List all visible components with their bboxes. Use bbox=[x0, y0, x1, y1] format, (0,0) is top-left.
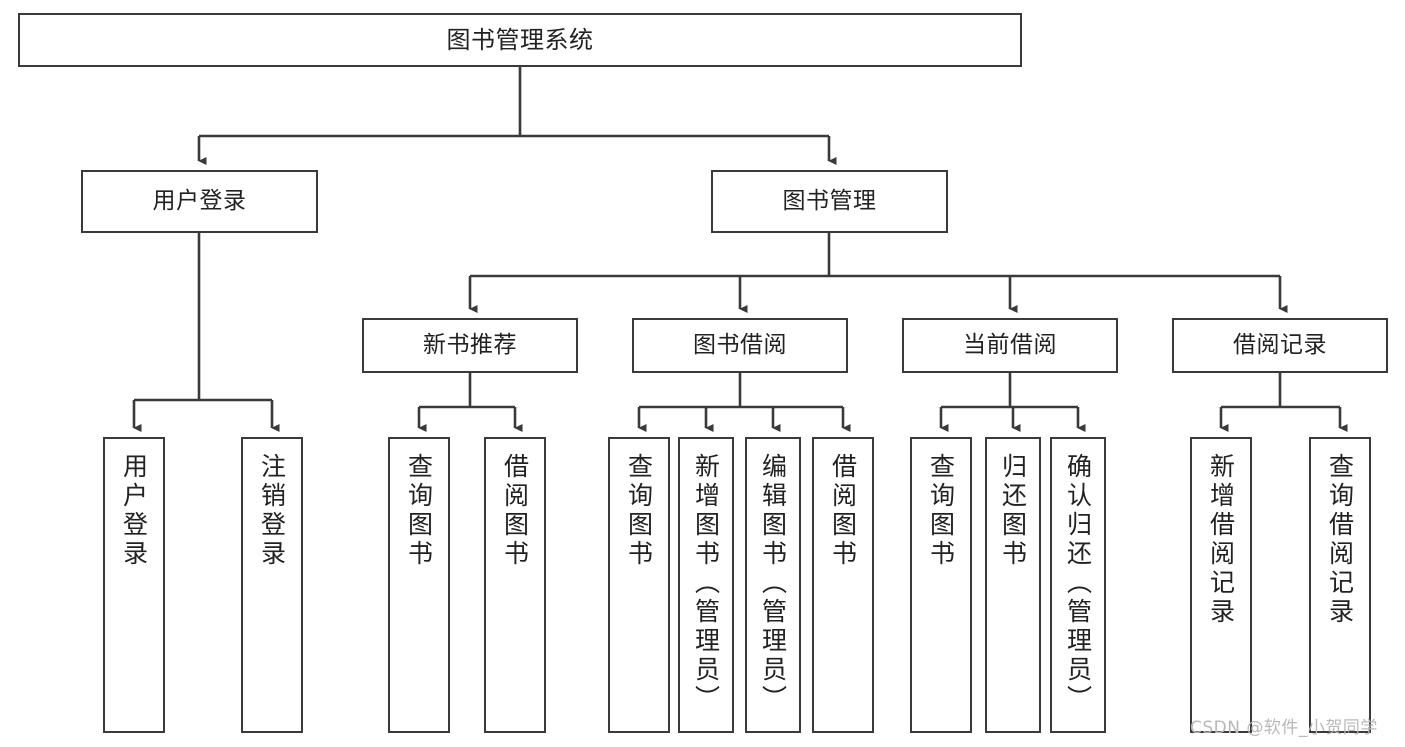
node-label: 编辑图书（管理员） bbox=[758, 453, 788, 714]
node-label: 查询借阅记录 bbox=[1325, 453, 1355, 627]
node-leaf-add-borrow-record[interactable]: 新增借阅记录 bbox=[1190, 437, 1252, 733]
node-leaf-query-borrow-record[interactable]: 查询借阅记录 bbox=[1309, 437, 1371, 733]
node-root-book-management-system[interactable]: 图书管理系统 bbox=[18, 13, 1022, 67]
node-leaf-add-book-admin[interactable]: 新增图书（管理员） bbox=[678, 437, 734, 733]
node-label: 新增借阅记录 bbox=[1206, 453, 1236, 627]
node-book-borrow[interactable]: 图书借阅 bbox=[632, 318, 848, 373]
node-leaf-borrow-book-recommend[interactable]: 借阅图书 bbox=[484, 437, 546, 733]
node-label: 图书管理 bbox=[782, 187, 877, 214]
node-label: 图书管理系统 bbox=[446, 25, 594, 54]
node-label: 图书借阅 bbox=[693, 331, 787, 358]
node-leaf-return-book[interactable]: 归还图书 bbox=[985, 437, 1041, 733]
node-label: 当前借阅 bbox=[963, 331, 1057, 358]
node-label: 借阅记录 bbox=[1233, 331, 1327, 358]
node-new-book-recommendation[interactable]: 新书推荐 bbox=[362, 318, 578, 373]
node-label: 查询图书 bbox=[926, 453, 956, 569]
node-leaf-borrow-book[interactable]: 借阅图书 bbox=[812, 437, 874, 733]
node-label: 查询图书 bbox=[404, 453, 434, 569]
node-label: 借阅图书 bbox=[828, 453, 858, 569]
node-leaf-query-book-current[interactable]: 查询图书 bbox=[910, 437, 972, 733]
node-label: 确认归还（管理员） bbox=[1063, 453, 1093, 714]
node-label: 借阅图书 bbox=[500, 453, 530, 569]
node-label: 归还图书 bbox=[998, 453, 1028, 569]
node-leaf-query-book-borrow[interactable]: 查询图书 bbox=[608, 437, 670, 733]
node-leaf-edit-book-admin[interactable]: 编辑图书（管理员） bbox=[745, 437, 801, 733]
node-book-management[interactable]: 图书管理 bbox=[711, 170, 948, 233]
node-current-borrow[interactable]: 当前借阅 bbox=[902, 318, 1118, 373]
node-leaf-query-book-recommend[interactable]: 查询图书 bbox=[388, 437, 450, 733]
node-label: 新书推荐 bbox=[423, 331, 517, 358]
node-label: 查询图书 bbox=[624, 453, 654, 569]
node-label: 用户登录 bbox=[119, 453, 149, 569]
node-user-login[interactable]: 用户登录 bbox=[81, 170, 318, 233]
node-leaf-confirm-return-admin[interactable]: 确认归还（管理员） bbox=[1050, 437, 1106, 733]
node-borrow-record[interactable]: 借阅记录 bbox=[1172, 318, 1388, 373]
node-leaf-user-login[interactable]: 用户登录 bbox=[103, 437, 165, 733]
node-leaf-user-logout[interactable]: 注销登录 bbox=[241, 437, 303, 733]
node-label: 注销登录 bbox=[257, 453, 287, 569]
node-label: 用户登录 bbox=[152, 187, 247, 214]
node-label: 新增图书（管理员） bbox=[691, 453, 721, 714]
csdn-watermark: CSDN @软件_小贺同学 bbox=[1190, 718, 1378, 738]
